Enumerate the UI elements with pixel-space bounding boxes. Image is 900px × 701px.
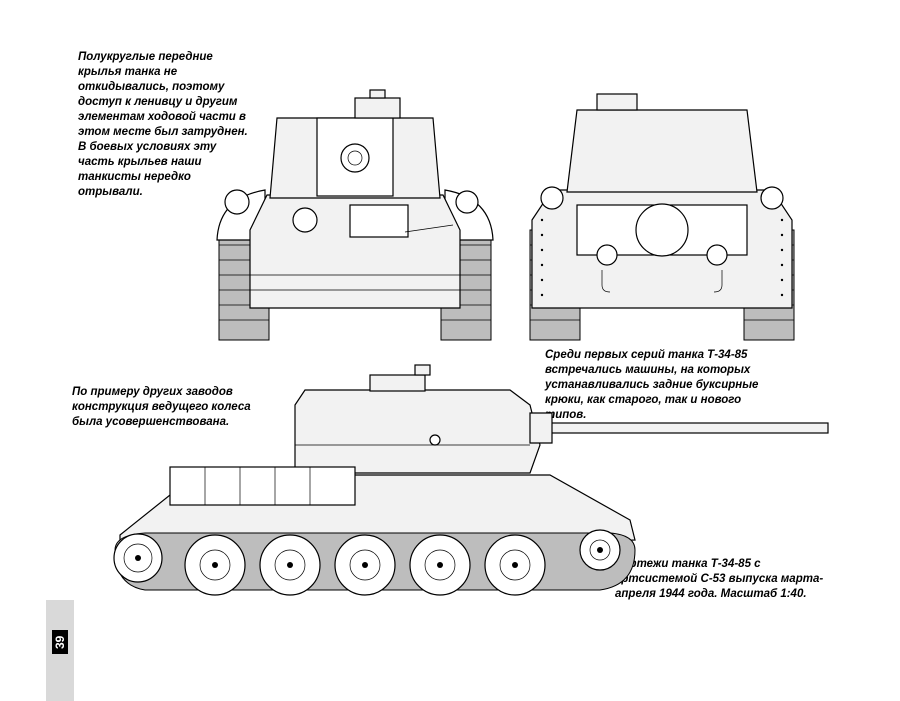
tank-rear-view-drawing: [529, 93, 795, 341]
rear-towing-hook-right: [713, 270, 723, 293]
tank-front-view-drawing: [216, 89, 494, 341]
front-right-headlight: [455, 190, 479, 214]
rear-towing-hook-left: [601, 270, 611, 293]
rear-cupola: [596, 93, 638, 111]
front-left-headlight: [224, 189, 250, 215]
front-cupola: [354, 97, 401, 119]
side-road-wheel-4: [409, 534, 471, 596]
caption-drawing-title: Чертежи танка Т-34-85 с артсистемой С-53…: [615, 558, 824, 600]
side-road-wheel-1: [184, 534, 246, 596]
caption-rear-hooks: Среди первых серий танка Т-34-85 встреча…: [545, 349, 759, 421]
caption-front-fenders: Полукруглые передние крылья танка не отк…: [78, 51, 248, 198]
front-hull-mg-mount: [292, 207, 318, 233]
caption-drive-wheel: По примеру других заводов конструкция ве…: [72, 386, 251, 428]
side-gun-mantlet: [529, 412, 553, 444]
rear-transmission-hatch: [635, 203, 689, 257]
side-cupola: [369, 374, 426, 392]
rear-left-exhaust: [596, 244, 618, 266]
tank-side-view-drawing: [113, 364, 829, 596]
front-gun-muzzle: [340, 143, 370, 173]
side-idler-wheel: [579, 529, 621, 571]
rear-turret: [566, 109, 758, 193]
side-road-wheel-3: [334, 534, 396, 596]
side-drive-wheel: [113, 533, 163, 583]
side-road-wheel-5: [484, 534, 546, 596]
rear-right-exhaust: [706, 244, 728, 266]
side-gun-barrel: [537, 422, 829, 434]
side-fuel-tanks: [169, 466, 356, 506]
rear-left-headlight: [540, 186, 564, 210]
rear-rivet-row: [540, 218, 784, 297]
side-road-wheel-2: [259, 534, 321, 596]
side-turret: [294, 389, 541, 474]
rear-right-headlight: [760, 186, 784, 210]
front-hatch: [349, 204, 409, 238]
page-number: 39: [52, 630, 68, 654]
